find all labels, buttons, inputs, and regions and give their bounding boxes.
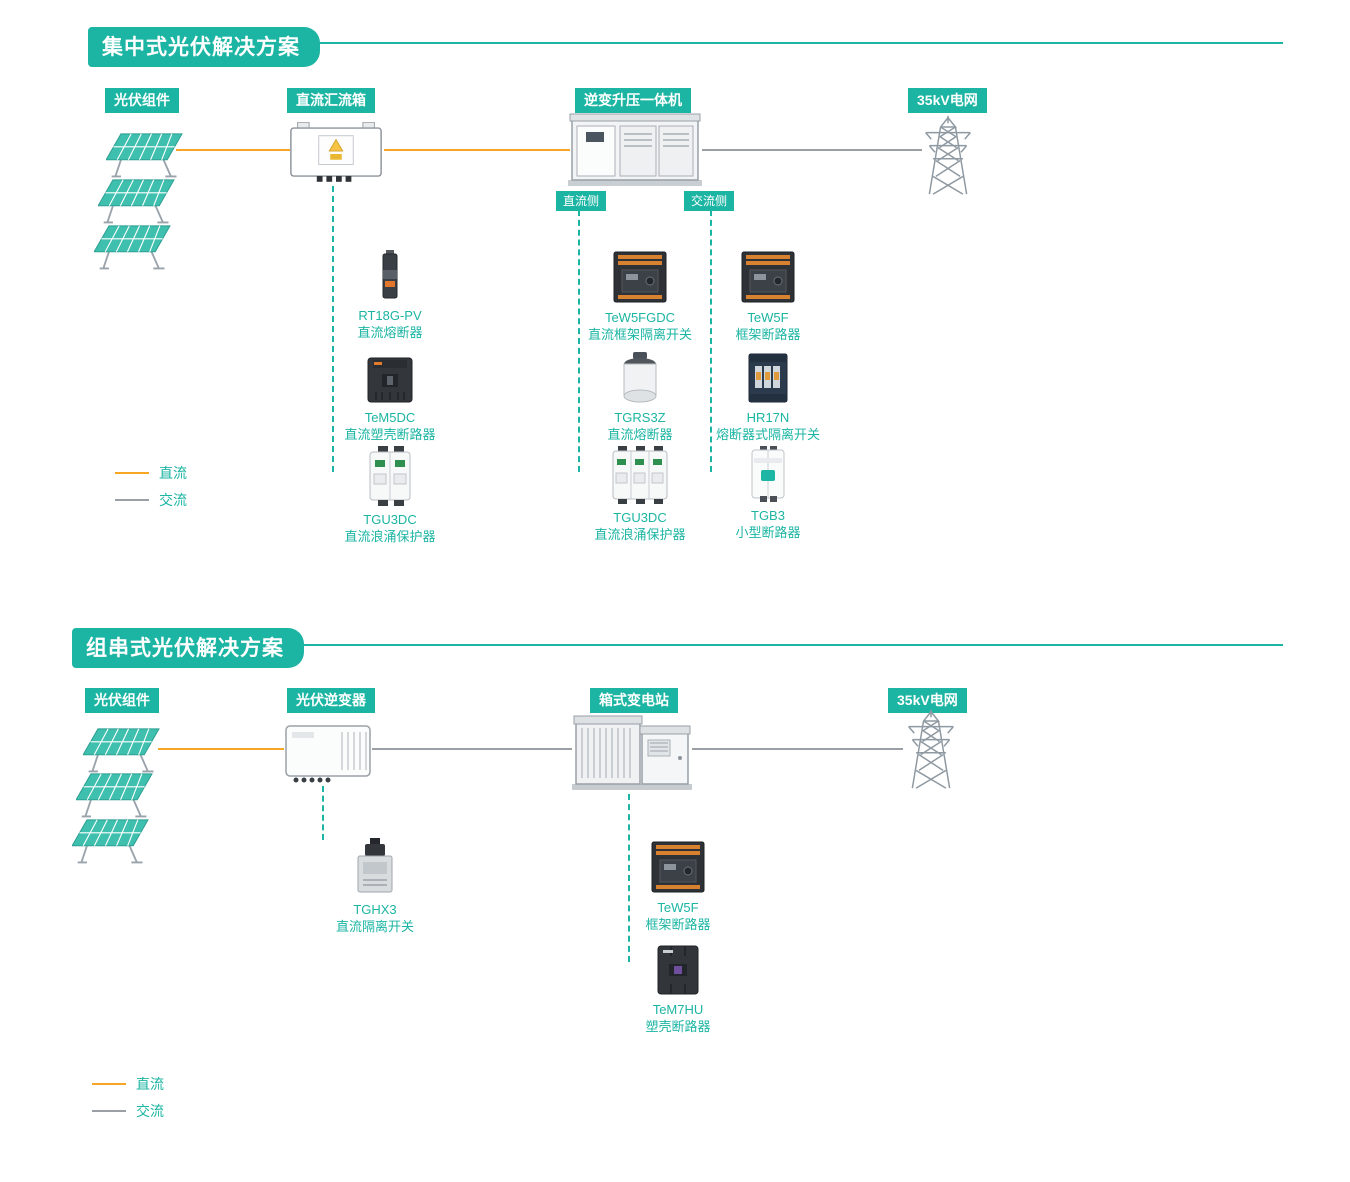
product-name: TGHX3 [353,902,397,917]
dc-fuse-icon [378,250,402,302]
product-tgu3dc-1: TGU3DC 直流浪涌保护器 [335,446,445,546]
product-tghx3: TGHX3 直流隔离开关 [320,838,430,936]
node-label-pv-modules-2: 光伏组件 [85,688,159,713]
node-label-grid-2: 35kV电网 [888,688,967,713]
fuse-switch-icon [747,352,789,404]
dashed-line-combiner-column [332,186,334,472]
product-name: TeM7HU [652,1002,704,1017]
product-name: TeW5F [747,310,789,325]
node-label-box-substation: 箱式变电站 [590,688,678,713]
product-name: TeM5DC [364,410,416,425]
frame-isolator-icon [612,250,668,304]
product-tgrs3z: TGRS3Z 直流熔断器 [585,352,695,444]
ac-line-sample [92,1110,126,1112]
mini-breaker-icon [748,446,788,502]
ac-line-sample [115,499,149,501]
frame-breaker-icon [740,250,796,304]
product-tgu3dc-2: TGU3DC 直流浪涌保护器 [585,446,695,544]
box-substation-icon [572,712,692,792]
product-name: TGB3 [751,508,785,523]
rotary-isolator-icon [351,838,399,896]
dc-combiner-box-icon [288,122,384,184]
product-tgb3: TGB3 小型断路器 [713,446,823,542]
product-desc: 直流熔断器 [357,324,423,340]
inverter-booster-station-icon [568,110,702,188]
badge-dc-side: 直流侧 [556,191,607,211]
product-desc: 直流塑壳断路器 [344,426,436,442]
legend-dc-row: 直流 [92,1076,164,1092]
frame-breaker-icon [650,840,706,894]
legend-section1: 直流 交流 [115,465,187,508]
dc-line-panels-to-inverter [158,748,284,750]
solar-panel-icon [72,818,150,868]
product-desc: 熔断器式隔离开关 [715,426,820,442]
product-desc: 直流浪涌保护器 [594,526,686,542]
dc-line-panels-to-combiner [176,149,290,151]
legend-section2: 直流 交流 [92,1076,164,1119]
dashed-line-dc-column [578,210,580,472]
legend-dc-label: 直流 [136,1076,164,1092]
legend-ac-row: 交流 [92,1103,164,1119]
product-desc: 框架断路器 [735,326,801,342]
dc-line-sample [115,472,149,474]
dashed-line-ac-column [710,210,712,472]
product-desc: 小型断路器 [735,524,801,540]
product-name: TGRS3Z [614,410,666,425]
badge-ac-side: 交流侧 [684,191,735,211]
ac-line-inverter-to-grid-1 [702,149,922,151]
solar-panel-icon [106,132,184,182]
pv-inverter-icon [284,724,372,784]
dashed-line-substation-column [628,794,630,962]
section2-rule [84,644,1283,646]
product-name: TGU3DC [363,512,417,527]
legend-ac-label: 交流 [136,1103,164,1119]
node-label-inverter-booster: 逆变升压一体机 [575,88,691,113]
product-tew5f-1: TeW5F 框架断路器 [713,250,823,344]
section2-banner: 组串式光伏解决方案 [72,628,304,668]
section1-banner: 集中式光伏解决方案 [88,27,320,67]
molded-case-breaker-icon [366,356,414,404]
solar-panel-icon [94,224,172,274]
ac-line-inverter-to-substation [372,748,572,750]
solar-panel-icon [83,727,161,777]
surge-protector-icon [364,446,416,506]
product-desc: 直流浪涌保护器 [344,528,436,544]
transmission-tower-icon [903,708,959,790]
product-name: RT18G-PV [358,308,422,323]
product-tem5dc: TeM5DC 直流塑壳断路器 [335,356,445,444]
transmission-tower-icon [920,114,976,196]
product-desc: 直流熔断器 [607,426,673,442]
product-rt18g-pv: RT18G-PV 直流熔断器 [335,250,445,342]
product-name: TGU3DC [613,510,667,525]
node-label-grid-1: 35kV电网 [908,88,987,113]
product-hr17n: HR17N 熔断器式隔离开关 [713,352,823,444]
dc-line-combiner-to-inverter [384,149,570,151]
section1-rule [100,42,1283,44]
dc-line-sample [92,1083,126,1085]
surge-protector-icon [610,446,670,504]
node-label-pv-modules-1: 光伏组件 [105,88,179,113]
ac-line-substation-to-grid [692,748,903,750]
node-label-dc-combiner: 直流汇流箱 [287,88,375,113]
dashed-line-inverter-column [322,786,324,840]
legend-dc-label: 直流 [159,465,187,481]
dc-fuse-cylinder-icon [617,352,663,404]
product-name: TeW5FGDC [604,310,676,325]
product-name: TeW5F [657,900,699,915]
solar-panel-icon [98,178,176,228]
legend-ac-row: 交流 [115,492,187,508]
product-desc: 直流框架隔离开关 [587,326,692,342]
product-tew5fgdc: TeW5FGDC 直流框架隔离开关 [585,250,695,344]
legend-ac-label: 交流 [159,492,187,508]
product-desc: 框架断路器 [645,916,711,932]
product-desc: 直流隔离开关 [335,918,414,934]
solar-panel-icon [76,772,154,822]
molded-case-breaker-icon [655,944,701,996]
legend-dc-row: 直流 [115,465,187,481]
node-label-pv-inverter: 光伏逆变器 [287,688,375,713]
product-tew5f-2: TeW5F 框架断路器 [623,840,733,934]
product-desc: 塑壳断路器 [645,1018,711,1034]
product-tem7hu: TeM7HU 塑壳断路器 [623,944,733,1036]
product-name: HR17N [746,410,790,425]
